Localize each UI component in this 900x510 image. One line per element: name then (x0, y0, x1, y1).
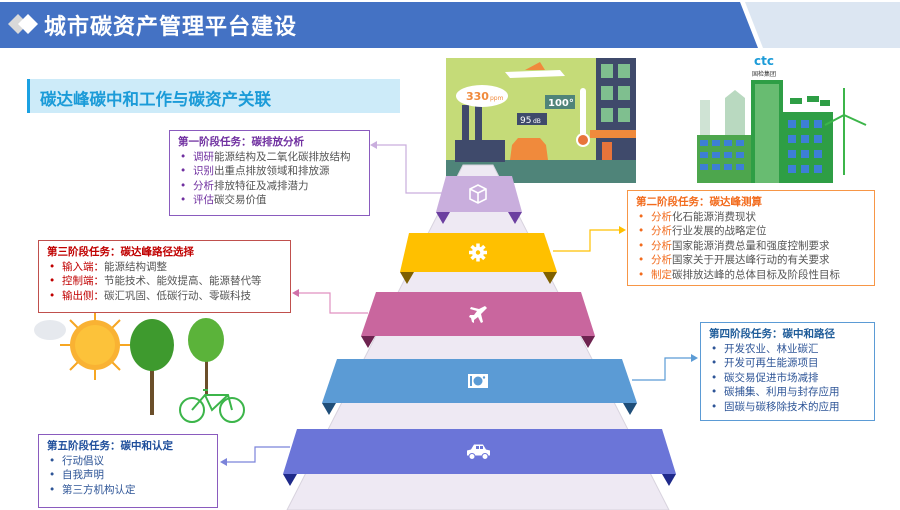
list-item: 分析国家能源消费总量和强度控制要求 (636, 239, 866, 254)
band-fold-left (400, 272, 414, 284)
page-title: 城市碳资产管理平台建设 (44, 15, 298, 40)
gear-icon (469, 243, 487, 262)
band-fold-left (361, 336, 375, 348)
connector-stage3 (297, 292, 368, 314)
car-icon (467, 444, 490, 460)
cube-icon (469, 184, 487, 204)
list-item: 开发农业、林业碳汇 (709, 342, 866, 357)
svg-text:国检集团: 国检集团 (752, 70, 776, 78)
svg-text:330: 330 (466, 90, 489, 103)
list-item: 分析行业发展的战略定位 (636, 224, 866, 239)
connector-stage5 (225, 446, 290, 463)
stage3-box: 第三阶段任务：碳达峰路径选择 输入端：能源结构调整 控制端：节能技术、能效提高、… (38, 240, 291, 313)
stage4-title: 第四阶段任务：碳中和路径 (709, 328, 835, 340)
list-item: 自我声明 (47, 468, 209, 483)
pyramid-band-4 (322, 359, 637, 415)
stage2-box: 第二阶段任务：碳达峰测算 分析化石能源消费现状 分析行业发展的战略定位 分析国家… (627, 190, 875, 286)
list-item: 识别出重点排放领域和排放源 (178, 164, 361, 179)
list-item: 分析化石能源消费现状 (636, 210, 866, 225)
stage1-title: 第一阶段任务：碳排放分析 (178, 136, 304, 148)
list-item: 评估碳交易价值 (178, 193, 361, 208)
list-item: 输入端：能源结构调整 (47, 260, 282, 275)
connectors (220, 141, 698, 466)
list-item: 开发可再生能源项目 (709, 356, 866, 371)
green-buildings-illustration: ctc 国检集团 (697, 54, 867, 183)
svg-text:95: 95 (520, 116, 531, 126)
svg-text:ctc: ctc (754, 54, 774, 68)
list-item: 第三方机构认定 (47, 483, 209, 498)
stage1-box: 第一阶段任务：碳排放分析 调研能源结构及二氧化碳排放结构 识别出重点排放领域和排… (169, 130, 370, 216)
svg-text:dB: dB (533, 118, 541, 125)
stage2-title: 第二阶段任务：碳达峰测算 (636, 196, 762, 208)
stage4-box: 第四阶段任务：碳中和路径 开发农业、林业碳汇 开发可再生能源项目 碳交易促进市场… (700, 322, 875, 421)
connector-stage4 (632, 357, 692, 381)
stage5-title: 第五阶段任务：碳中和认定 (47, 440, 173, 452)
band-body (436, 176, 522, 212)
list-item: 固碳与碳移除技术的应用 (709, 400, 866, 415)
pyramid-band-3 (361, 292, 595, 348)
list-item: 分析排放特征及减排潜力 (178, 179, 361, 194)
header-background (0, 2, 900, 48)
header-bar: 城市碳资产管理平台建设 (0, 0, 900, 50)
band-fold-left (283, 474, 297, 486)
svg-text:ppm: ppm (490, 95, 504, 102)
list-item: 碳捕集、利用与封存应用 (709, 385, 866, 400)
band-fold-right (543, 272, 557, 284)
sun-trees-bicycle-illustration (34, 310, 245, 423)
list-item: 制定碳排放达峰的总体目标及阶段性目标 (636, 268, 866, 283)
stage3-title: 第三阶段任务：碳达峰路径选择 (47, 246, 194, 258)
band-fold-left (322, 403, 336, 415)
svg-text:100°: 100° (548, 98, 574, 109)
diamond-icon (8, 14, 38, 34)
section-title: 碳达峰碳中和工作与碳资产关联 (27, 79, 400, 113)
band-fold-left (436, 212, 450, 224)
camera-icon (468, 374, 488, 388)
band-fold-right (623, 403, 637, 415)
list-item: 控制端：节能技术、能效提高、能源替代等 (47, 274, 282, 289)
pyramid-band-1 (436, 176, 522, 224)
stage5-box: 第五阶段任务：碳中和认定 行动倡议 自我声明 第三方机构认定 (38, 434, 218, 508)
band-fold-right (581, 336, 595, 348)
airplane-icon (469, 306, 487, 323)
list-item: 分析国家关于开展达峰行动的有关要求 (636, 253, 866, 268)
band-fold-right (662, 474, 676, 486)
band-fold-right (508, 212, 522, 224)
list-item: 调研能源结构及二氧化碳排放结构 (178, 150, 361, 165)
list-item: 行动倡议 (47, 454, 209, 469)
pyramid-band-2 (400, 233, 557, 284)
list-item: 碳交易促进市场减排 (709, 371, 866, 386)
connector-stage2 (553, 229, 620, 252)
connector-stage1 (375, 144, 446, 194)
list-item: 输出侧：碳汇巩固、低碳行动、零碳科技 (47, 289, 282, 304)
section-title-text: 碳达峰碳中和工作与碳资产关联 (40, 90, 271, 109)
pyramid-band-5 (283, 429, 676, 486)
